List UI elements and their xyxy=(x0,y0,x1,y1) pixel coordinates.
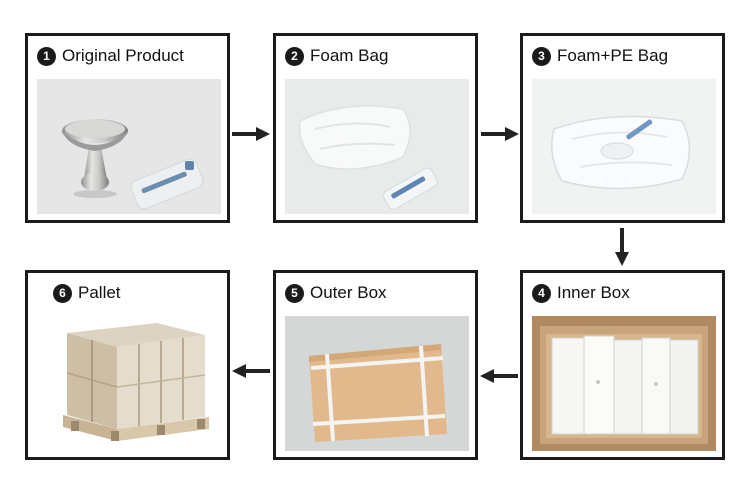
pe-bag xyxy=(551,115,691,190)
arrow-right-2 xyxy=(481,127,519,141)
white-inner-boxes xyxy=(551,335,699,435)
step-number-badge: 2 xyxy=(285,46,304,66)
step-label: Inner Box xyxy=(557,283,630,302)
step-number-badge: 6 xyxy=(53,283,72,303)
screw-packet xyxy=(130,158,204,210)
foam-pe-bag-photo xyxy=(532,79,716,214)
cabinet-knob xyxy=(62,119,128,198)
step-title: 3 Foam+PE Bag xyxy=(532,44,668,68)
step-outer-box: 5 Outer Box xyxy=(273,270,478,460)
step-title: 6 Pallet xyxy=(53,281,121,305)
outer-box-photo xyxy=(285,316,469,451)
pallet-photo xyxy=(37,313,221,451)
step-label: Foam Bag xyxy=(310,46,389,65)
step-number-badge: 3 xyxy=(532,46,551,66)
step-foam-pe-bag: 3 Foam+PE Bag xyxy=(520,33,725,223)
inner-box-photo xyxy=(532,316,716,451)
step-number-badge: 4 xyxy=(532,283,551,303)
arrow-left-1 xyxy=(480,369,518,383)
arrow-right-1 xyxy=(232,127,270,141)
step-number-badge: 1 xyxy=(37,46,56,66)
step-label: Original Product xyxy=(62,46,184,65)
step-number-badge: 5 xyxy=(285,283,304,303)
foam-bag-photo xyxy=(285,79,469,214)
step-original-product: 1 Original Product xyxy=(25,33,230,223)
step-foam-bag: 2 Foam Bag xyxy=(273,33,478,223)
step-label: Foam+PE Bag xyxy=(557,46,669,65)
arrow-down xyxy=(615,228,629,266)
foam-bag xyxy=(298,105,411,170)
palletized-cartons xyxy=(63,323,209,441)
step-pallet: 6 Pallet xyxy=(25,270,230,460)
step-title: 2 Foam Bag xyxy=(285,44,388,68)
step-inner-box: 4 Inner Box xyxy=(520,270,725,460)
arrow-left-2 xyxy=(232,364,270,378)
step-label: Outer Box xyxy=(310,283,387,302)
carton-box xyxy=(309,344,447,442)
original-product-photo xyxy=(37,79,221,214)
step-label: Pallet xyxy=(78,283,121,302)
step-title: 1 Original Product xyxy=(37,44,184,68)
step-title: 5 Outer Box xyxy=(285,281,387,305)
step-title: 4 Inner Box xyxy=(532,281,630,305)
screw-bag xyxy=(382,167,438,210)
